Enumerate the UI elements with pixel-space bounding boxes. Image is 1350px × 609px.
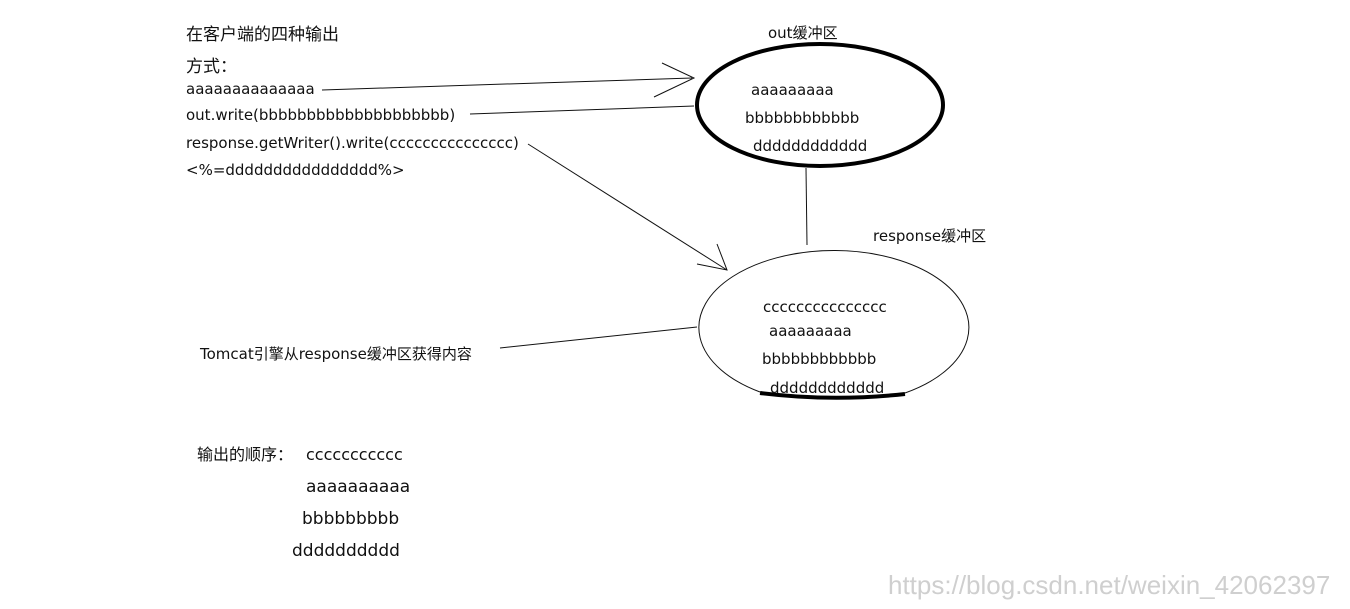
out-buffer-ellipse: [695, 42, 945, 168]
line-b-to-out-buffer: [469, 105, 695, 115]
output-order-b: bbbbbbbbb: [302, 509, 399, 529]
out-buffer-item-d: dddddddddddd: [753, 137, 867, 155]
tomcat-note: Tomcat引擎从response缓冲区获得内容: [199, 345, 472, 363]
response-buffer-item-d: dddddddddddd: [770, 379, 884, 397]
method-plain-text: aaaaaaaaaaaaaa: [186, 80, 315, 98]
heading-line-2: 方式：: [186, 57, 237, 77]
response-buffer-bottom-edge: [759, 391, 906, 400]
response-buffer-item-c: ccccccccccccccc: [763, 298, 887, 316]
arrow-a-to-out-buffer: [321, 62, 696, 98]
watermark: https://blog.csdn.net/weixin_42062397: [888, 570, 1330, 600]
output-order-a: aaaaaaaaaa: [306, 477, 410, 497]
tomcat-pointer-line: [499, 326, 698, 349]
heading-line-1: 在客户端的四种输出: [186, 25, 339, 45]
response-buffer-item-a: aaaaaaaaa: [769, 322, 852, 340]
method-out-write: out.write(bbbbbbbbbbbbbbbbbbbb): [186, 106, 455, 124]
output-order-d: dddddddddd: [292, 541, 400, 561]
connector-out-to-response: [805, 167, 808, 246]
out-buffer-item-a: aaaaaaaaa: [751, 81, 834, 99]
method-response-writer: response.getWriter().write(ccccccccccccc…: [186, 134, 519, 152]
response-buffer-ellipse: [698, 250, 970, 394]
response-buffer-item-b: bbbbbbbbbbbb: [762, 350, 876, 368]
method-jsp-expression: <%=dddddddddddddddd%>: [186, 161, 405, 179]
arrow-c-to-response-buffer: [527, 143, 728, 271]
out-buffer-label: out缓冲区: [768, 24, 838, 42]
output-order-label: 输出的顺序：: [197, 445, 293, 464]
out-buffer-item-b: bbbbbbbbbbbb: [745, 109, 859, 127]
response-buffer-label: response缓冲区: [873, 227, 986, 245]
output-order-first: ccccccccccc: [306, 445, 403, 464]
